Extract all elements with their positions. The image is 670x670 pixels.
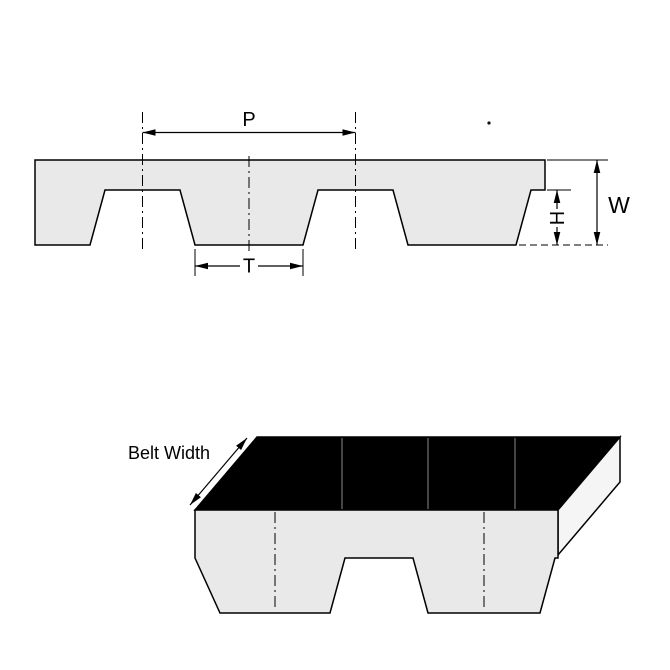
tooth-height-label: H xyxy=(547,211,569,225)
belt-profile xyxy=(34,159,546,246)
pitch-label: P xyxy=(242,109,255,131)
tooth-width-label: T xyxy=(243,256,255,278)
belt-front-face xyxy=(194,509,559,614)
isometric-view: Belt Width xyxy=(128,434,622,614)
thickness-label: W xyxy=(608,192,630,218)
belt-width-arrow xyxy=(189,437,248,506)
belt-width-label: Belt Width xyxy=(128,443,210,463)
speck xyxy=(487,121,491,125)
belt-back-face xyxy=(193,436,622,511)
cross-section-view: P T H W xyxy=(34,109,630,278)
